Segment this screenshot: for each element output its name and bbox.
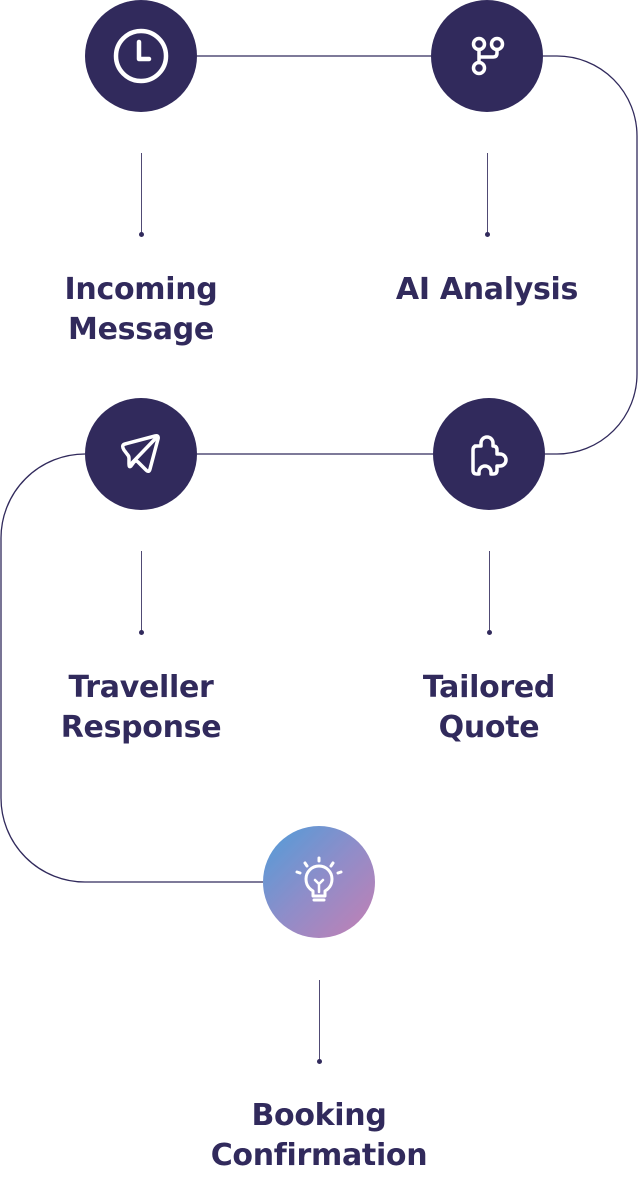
step-stem-dot xyxy=(485,232,490,237)
step-stem xyxy=(319,980,320,1060)
label-line-2: Quote xyxy=(438,710,540,745)
step-stem-dot xyxy=(139,232,144,237)
step-stem-dot xyxy=(139,630,144,635)
label-line-2: Message xyxy=(68,312,214,347)
step-stem xyxy=(487,153,488,233)
label-line-2: Response xyxy=(60,710,222,745)
step-stem-dot xyxy=(487,630,492,635)
step-label-tailored-quote: Tailored Quote xyxy=(369,668,609,748)
step-node-ai-analysis xyxy=(431,0,543,112)
label-line-1: Tailored xyxy=(422,670,556,705)
step-node-traveller-response xyxy=(85,398,197,510)
step-label-incoming-message: Incoming Message xyxy=(21,270,261,350)
paper-plane-icon xyxy=(120,434,160,474)
step-stem-dot xyxy=(317,1059,322,1064)
step-node-incoming-message xyxy=(85,0,197,112)
label-line-1: Incoming xyxy=(64,272,218,307)
label-line-1: Traveller xyxy=(68,670,214,705)
clock-icon xyxy=(113,28,169,84)
connector-step2-to-step3 xyxy=(543,55,638,455)
step-stem xyxy=(489,551,490,631)
step-stem xyxy=(141,551,142,631)
connector-step4-to-step5 xyxy=(0,453,263,883)
label-line-1: AI Analysis xyxy=(395,272,579,307)
step-stem xyxy=(141,153,142,233)
step-label-booking-confirmation: Booking Confirmation xyxy=(199,1096,439,1176)
lightbulb-icon xyxy=(295,856,343,902)
git-branch-icon xyxy=(471,36,505,76)
step-node-tailored-quote xyxy=(433,398,545,510)
label-line-2: Confirmation xyxy=(210,1138,428,1173)
step-node-booking-confirmation xyxy=(263,826,375,938)
step-label-ai-analysis: AI Analysis xyxy=(367,270,607,310)
puzzle-piece-icon xyxy=(471,435,508,476)
label-line-1: Booking xyxy=(251,1098,387,1133)
step-label-traveller-response: Traveller Response xyxy=(21,668,261,748)
